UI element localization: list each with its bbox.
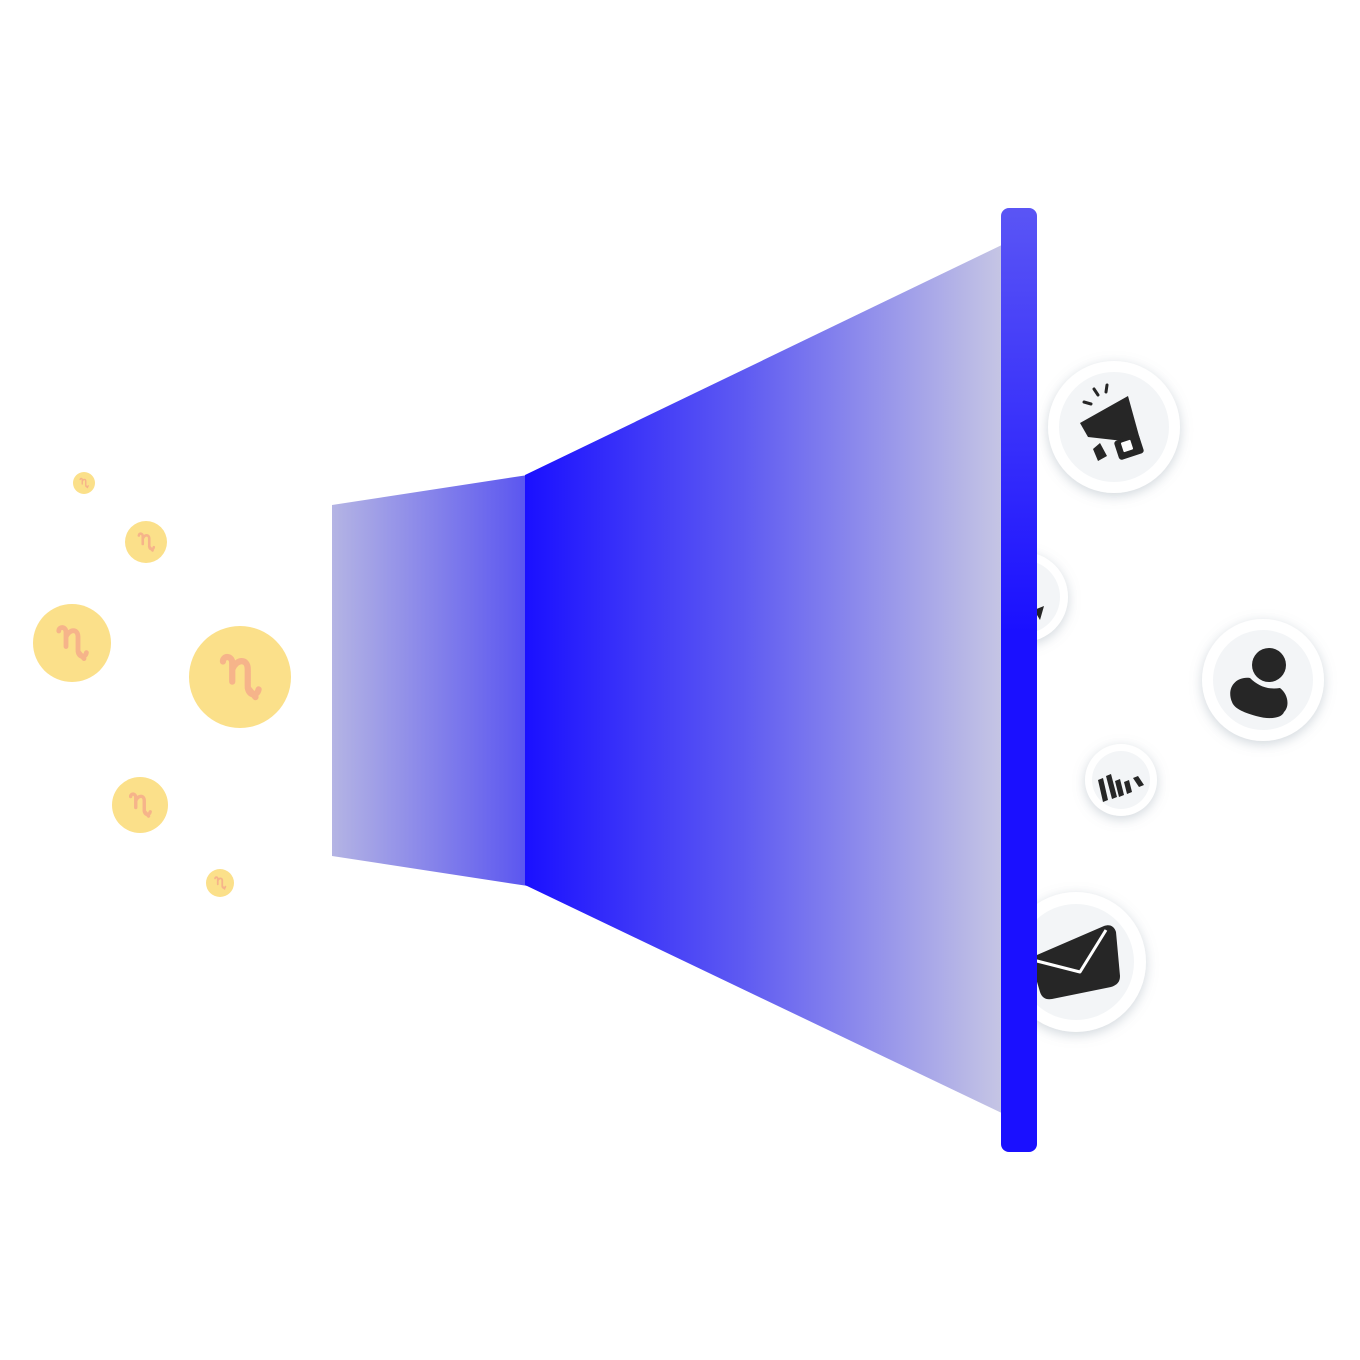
badge-megaphone: [1048, 361, 1180, 493]
coin: [206, 869, 234, 897]
coin: [125, 521, 167, 563]
envelope-icon: [1030, 925, 1120, 1000]
coin-cluster: [33, 472, 291, 897]
funnel-mouth-bar: [1001, 208, 1037, 1152]
funnel-back-section: [332, 475, 528, 886]
badge-envelope: [1006, 892, 1146, 1032]
coin: [112, 777, 168, 833]
coin: [73, 472, 95, 494]
user-icon: [1230, 648, 1288, 719]
coin: [189, 626, 291, 728]
funnel-main-section: [525, 242, 1008, 1116]
coin: [33, 604, 111, 682]
funnel: [332, 208, 1037, 1152]
signal-bars-icon: [1098, 774, 1144, 802]
badge-signal-bars: [1085, 744, 1157, 816]
megaphone-icon: [1080, 383, 1144, 461]
badge-user: [1202, 619, 1324, 741]
